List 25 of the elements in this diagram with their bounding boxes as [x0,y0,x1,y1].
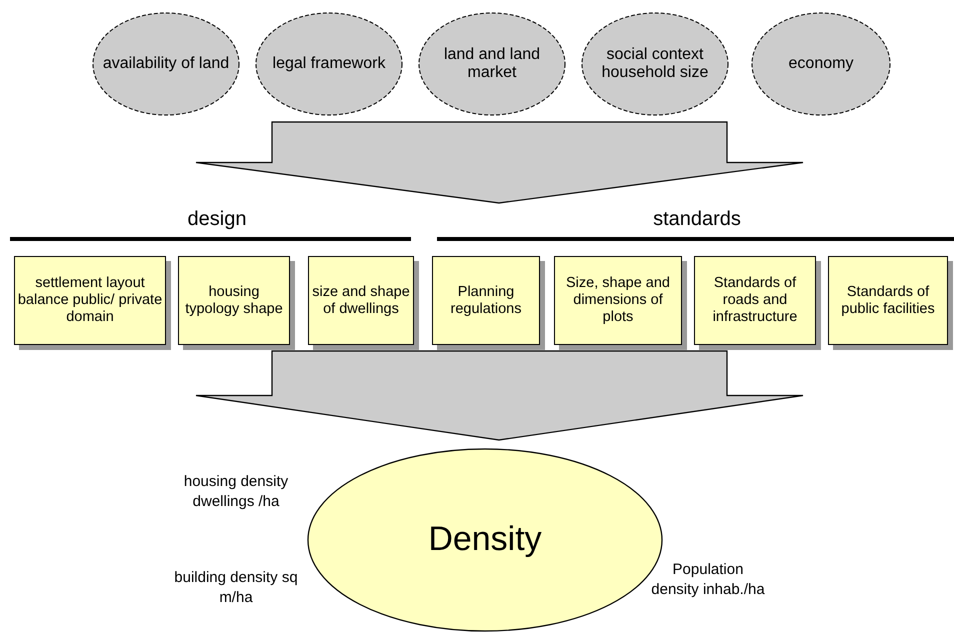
factor-ellipse [751,12,891,116]
node-label: Standards of roads and infrastructure [712,275,798,326]
factor-ellipse [581,12,729,116]
node-label: Size, shape and dimensions of plots [565,275,671,326]
node-label: social context household size [600,46,710,82]
factor-ellipse [418,12,566,116]
group-heading: standards [652,208,742,231]
node-label: size and shape of dwellings [311,284,411,318]
factor-ellipse [255,12,403,116]
block-arrow [195,121,804,204]
node-label: land and land market [442,46,542,82]
node-label: economy [788,54,854,74]
node-label: availability of land [102,54,230,74]
node-label: Density [428,520,542,560]
density-measure: building density sq m/ha [173,568,299,607]
node-label: legal framework [272,54,386,74]
group-heading: design [186,208,248,231]
node-label: Planning regulations [450,284,522,318]
node-label: Standards of public facilities [840,284,936,318]
node-label: housing typology shape [184,284,284,318]
factor-ellipse [92,12,240,116]
density-measure: housing density dwellings /ha [182,472,290,511]
node-label: settlement layout balance public/ private domain [17,275,163,326]
density-measure: Population density inhab./ha [650,560,766,599]
block-arrow [195,350,804,441]
